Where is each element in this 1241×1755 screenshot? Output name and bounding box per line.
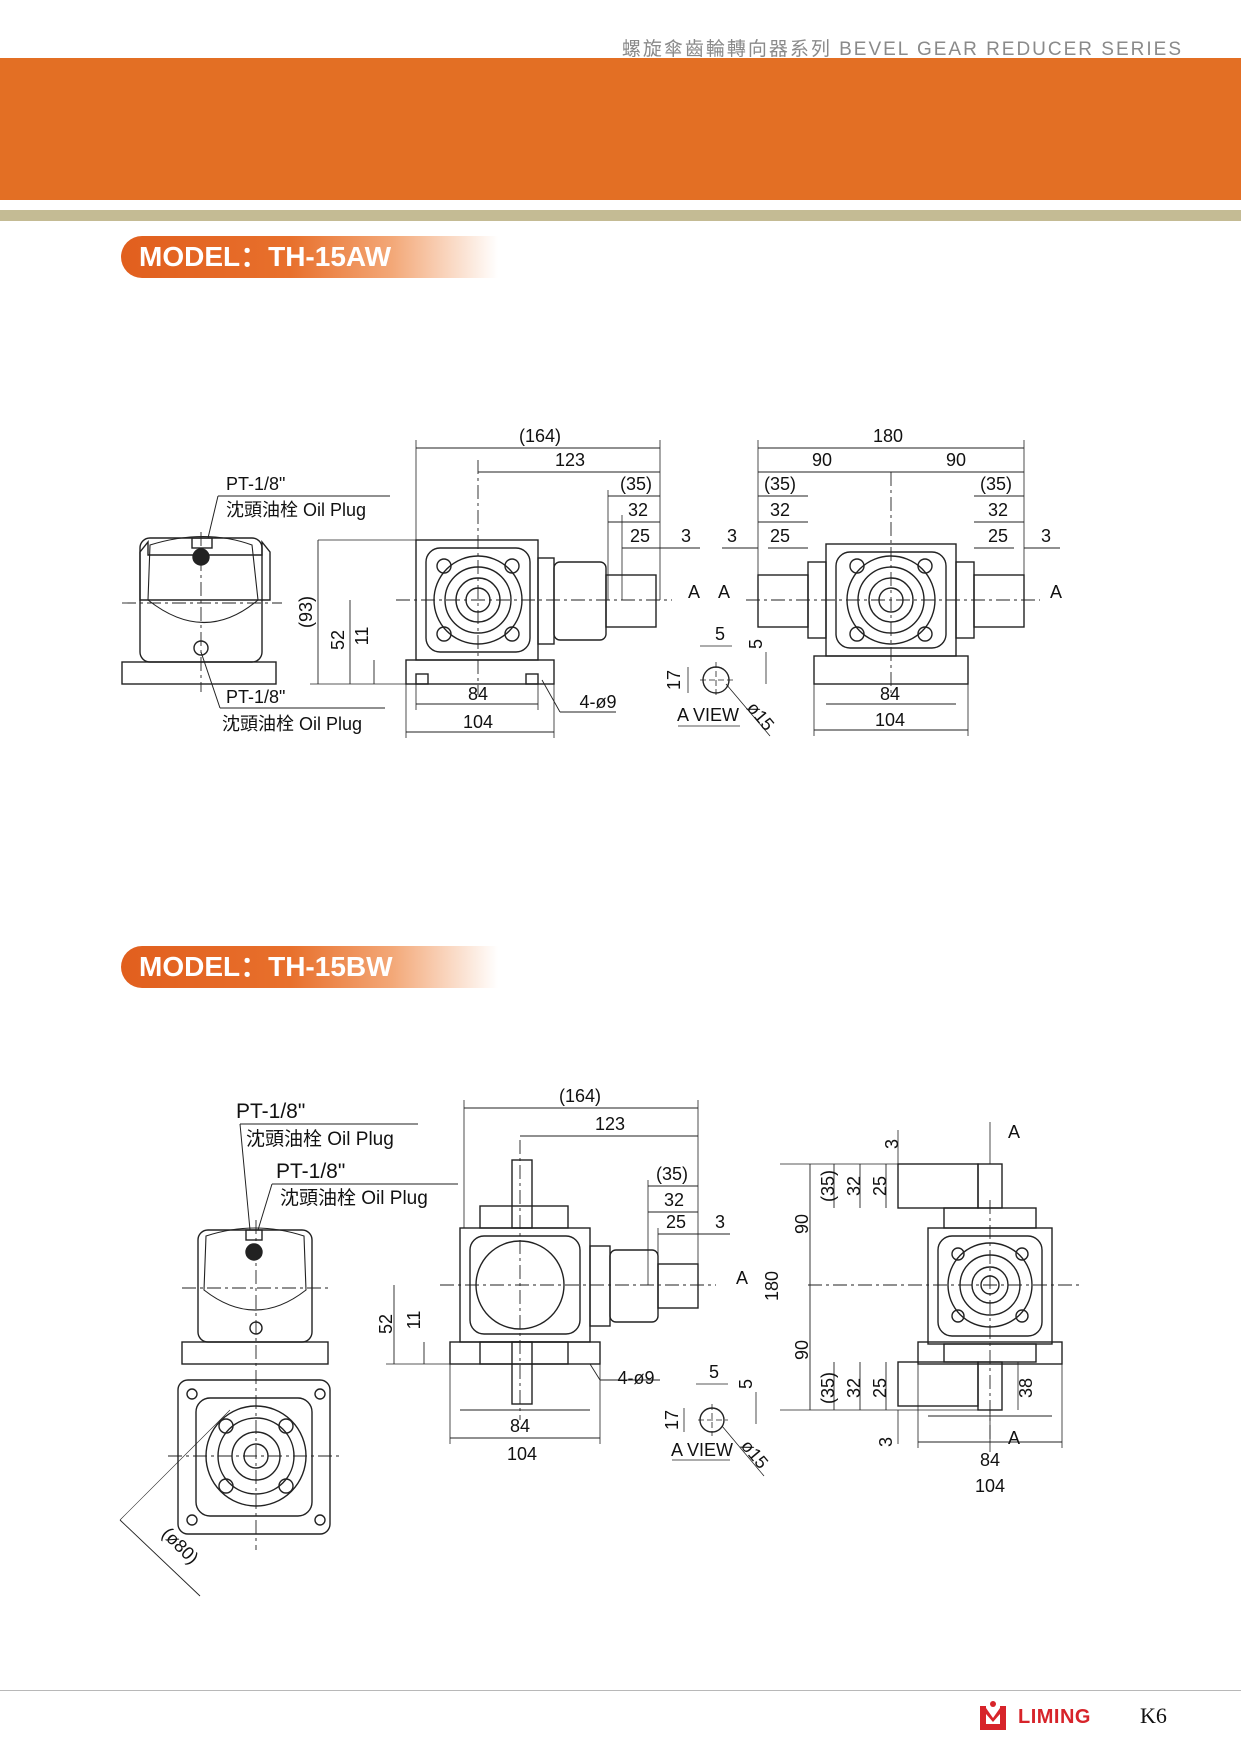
front-dim-104: 104 bbox=[875, 710, 905, 730]
view-dim-dia: ø15 bbox=[743, 698, 778, 735]
b-side-35-bottom: (35) bbox=[818, 1372, 838, 1404]
b-dim-key-3: 3 bbox=[715, 1212, 725, 1232]
b-side-25-top: 25 bbox=[870, 1176, 890, 1196]
front-dim-32-right: 32 bbox=[988, 500, 1008, 520]
model-b-title: MODEL：TH-15BW bbox=[121, 946, 498, 988]
b-dim-shaft-32: 32 bbox=[664, 1190, 684, 1210]
b-side-25-bottom: 25 bbox=[870, 1378, 890, 1398]
b-view-dim-5: 5 bbox=[709, 1362, 719, 1382]
b-dim-overall-length: (164) bbox=[559, 1086, 601, 1106]
arrow-a-label: A bbox=[688, 582, 700, 602]
model-b-plug-code-1: PT-1/8" bbox=[236, 1100, 305, 1123]
dim-height-93: (93) bbox=[296, 596, 316, 628]
footer-divider bbox=[0, 1690, 1241, 1691]
b-side-a-top: A bbox=[1008, 1122, 1020, 1142]
liming-logo-icon bbox=[980, 1701, 1006, 1730]
b-view-dim-17: 17 bbox=[662, 1410, 682, 1430]
dim-key-25: 25 bbox=[630, 526, 650, 546]
dim-holes: 4-ø9 bbox=[579, 692, 616, 712]
b-arrow-a-label: A bbox=[736, 1268, 748, 1288]
model-b-plug-text-2: 沈頭油栓 Oil Plug bbox=[280, 1187, 428, 1209]
dim-base-104: 104 bbox=[463, 712, 493, 732]
front-arrow-a-left: A bbox=[718, 582, 730, 602]
b-side-90-bottom: 90 bbox=[792, 1340, 812, 1360]
model-a-title: MODEL：TH-15AW bbox=[121, 236, 498, 278]
dim-base-11: 11 bbox=[352, 627, 372, 646]
b-dim-base-84: 84 bbox=[510, 1416, 530, 1436]
view-dim-17: 17 bbox=[664, 670, 684, 690]
front-dim-35-right: (35) bbox=[980, 474, 1012, 494]
b-dim-height-52: 52 bbox=[376, 1314, 396, 1334]
b-side-38: 38 bbox=[1016, 1378, 1036, 1398]
model-b-plug-code-2: PT-1/8" bbox=[276, 1160, 345, 1183]
dim-height-52: 52 bbox=[328, 630, 348, 650]
front-arrow-a-right: A bbox=[1050, 582, 1062, 602]
b-dim-shaft-length: (35) bbox=[656, 1164, 688, 1184]
b-view-dim-5b: 5 bbox=[736, 1379, 756, 1389]
b-side-dim-104: 104 bbox=[975, 1476, 1005, 1496]
dim-key-3: 3 bbox=[681, 526, 691, 546]
view-dim-5: 5 bbox=[715, 624, 725, 644]
b-side-32-bottom: 32 bbox=[844, 1378, 864, 1398]
b-side-a-bottom: A bbox=[1008, 1428, 1020, 1448]
b-side-35-top: (35) bbox=[818, 1170, 838, 1202]
front-dim-25-right: 25 bbox=[988, 526, 1008, 546]
b-side-180: 180 bbox=[762, 1271, 782, 1301]
front-dim-84: 84 bbox=[880, 684, 900, 704]
front-dim-90-right: 90 bbox=[946, 450, 966, 470]
series-title: 螺旋傘齒輪轉向器系列 BEVEL GEAR REDUCER SERIES bbox=[621, 39, 1183, 60]
model-b-plug-text-1: 沈頭油栓 Oil Plug bbox=[246, 1128, 394, 1150]
b-side-dim-84: 84 bbox=[980, 1450, 1000, 1470]
model-a-plug-code-top: PT-1/8" bbox=[226, 474, 285, 494]
dim-base-84: 84 bbox=[468, 684, 488, 704]
b-side-32-top: 32 bbox=[844, 1176, 864, 1196]
model-a-plug-text-top: 沈頭油栓 Oil Plug bbox=[226, 500, 366, 520]
b-dim-key-25: 25 bbox=[666, 1212, 686, 1232]
b-dim-centre-to-end: 123 bbox=[595, 1114, 625, 1134]
front-dim-35-left: (35) bbox=[764, 474, 796, 494]
header-banner bbox=[0, 58, 1241, 200]
dim-shaft-32: 32 bbox=[628, 500, 648, 520]
model-b-drawing: PT-1/8" 沈頭油栓 Oil Plug PT-1/8" 沈頭油栓 Oil P… bbox=[0, 1080, 1241, 1600]
front-dim-32-left: 32 bbox=[770, 500, 790, 520]
front-dim-3-left: 3 bbox=[727, 526, 737, 546]
b-dim-holes: 4-ø9 bbox=[617, 1368, 654, 1388]
b-view-dim-dia: ø15 bbox=[737, 1436, 772, 1473]
view-dim-5b: 5 bbox=[746, 639, 766, 649]
dim-centre-to-end: 123 bbox=[555, 450, 585, 470]
b-dim-base-11: 11 bbox=[404, 1311, 424, 1330]
logo-text: LIMING bbox=[1018, 1706, 1091, 1728]
model-a-drawing: PT-1/8" 沈頭油栓 Oil Plug PT-1/8" 沈頭油栓 Oil P… bbox=[0, 300, 1241, 760]
b-side-3-top: 3 bbox=[882, 1139, 902, 1149]
front-dim-180: 180 bbox=[873, 426, 903, 446]
front-dim-25-left: 25 bbox=[770, 526, 790, 546]
page-number: K6 bbox=[1140, 1703, 1167, 1728]
model-a-plug-code-bottom: PT-1/8" bbox=[226, 687, 285, 707]
front-dim-90-left: 90 bbox=[812, 450, 832, 470]
dim-shaft-length: (35) bbox=[620, 474, 652, 494]
dim-overall-length: (164) bbox=[519, 426, 561, 446]
b-view-label: A VIEW bbox=[671, 1440, 733, 1460]
b-dim-base-104: 104 bbox=[507, 1444, 537, 1464]
b-side-90-top: 90 bbox=[792, 1214, 812, 1234]
header-divider bbox=[0, 210, 1241, 221]
front-dim-3-right: 3 bbox=[1041, 526, 1051, 546]
b-side-3-bottom: 3 bbox=[876, 1437, 896, 1447]
view-label: A VIEW bbox=[677, 705, 739, 725]
model-a-plug-text-bottom: 沈頭油栓 Oil Plug bbox=[222, 714, 362, 734]
